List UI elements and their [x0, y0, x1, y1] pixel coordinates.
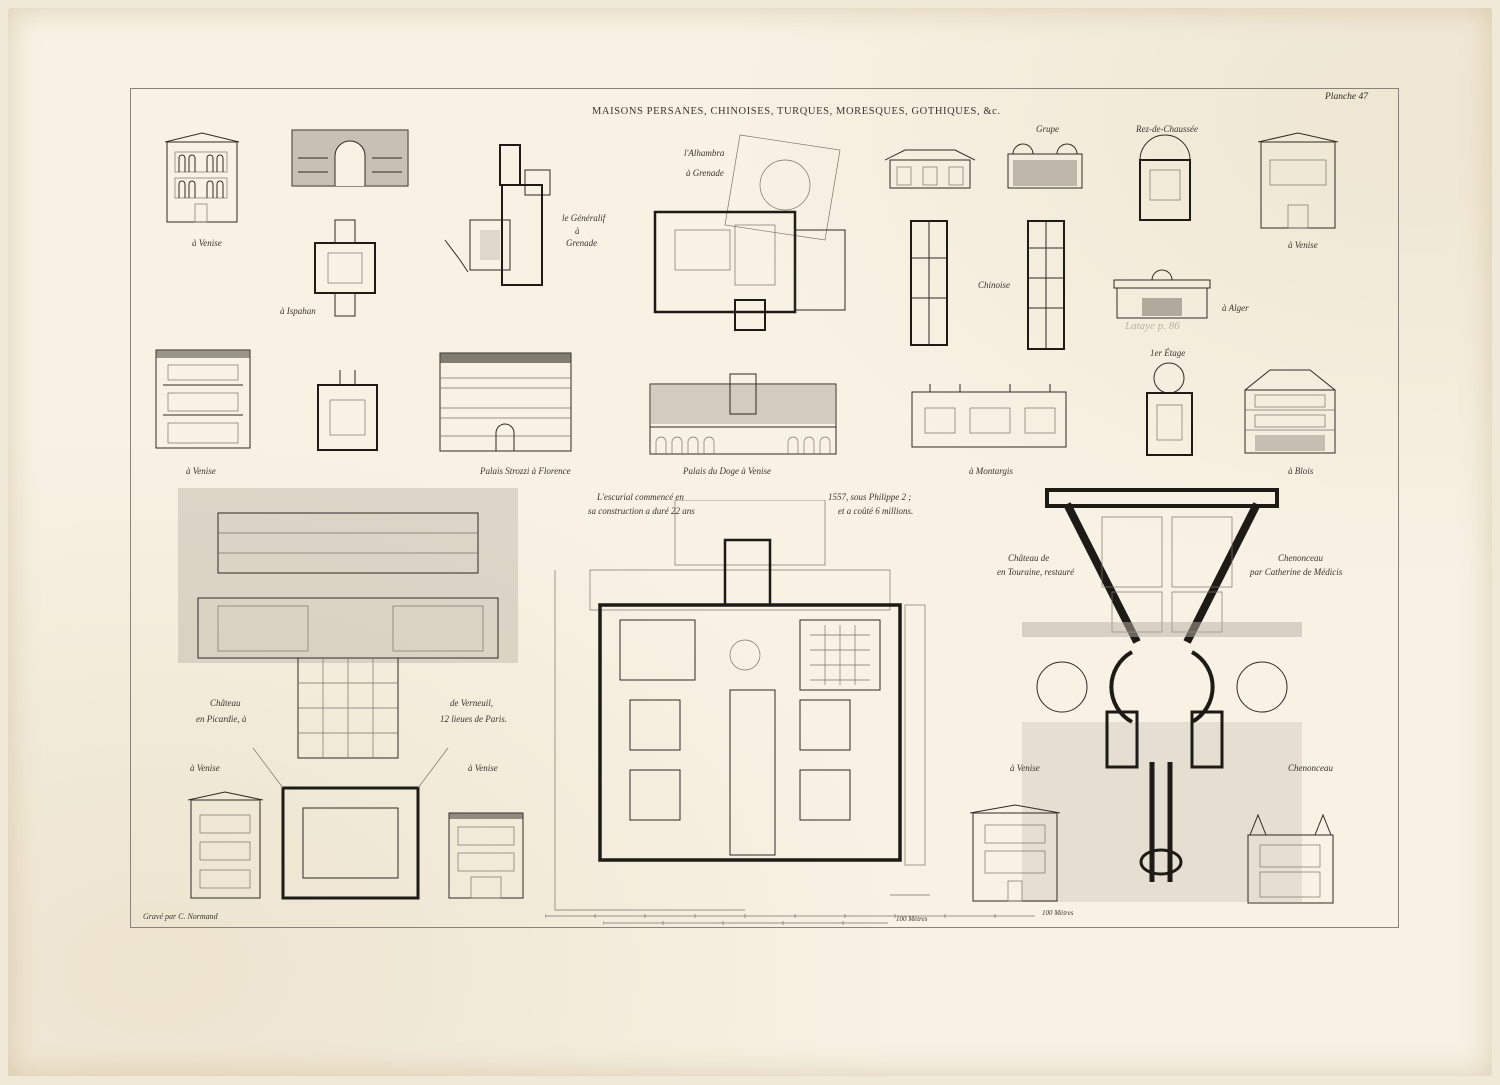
label-verneuil-4: 12 lieues de Paris. [440, 714, 507, 724]
label-alger: à Alger [1222, 303, 1249, 313]
venice-house-elevation-2 [1258, 130, 1338, 230]
label-escurial-1: L'escurial commencé en [597, 492, 684, 502]
label-palais-strozzi: Palais Strozzi à Florence [480, 466, 571, 476]
label-escurial-2: sa construction a duré 22 ans [588, 506, 695, 516]
label-ispahan: à Ispahan [280, 306, 316, 316]
scale-label-2: 100 Mètres [896, 915, 928, 923]
label-chenonceau-1: Château de [1008, 553, 1050, 563]
generalife-plan [440, 140, 580, 290]
venice-house-elevation-1 [165, 130, 240, 225]
engraver-credit: Gravé par C. Normand [143, 912, 218, 921]
label-venise-6: à Venise [1010, 763, 1040, 773]
label-chenonceau-4: par Catherine de Médicis [1250, 567, 1343, 577]
montargis-elevation [910, 380, 1070, 450]
label-chenonceau-5: Chenonceau [1288, 763, 1333, 773]
scale-bar-2 [603, 919, 893, 927]
plate-number: Planche 47 [1325, 92, 1369, 102]
label-escurial-3: 1557, sous Philippe 2 ; [828, 492, 912, 502]
label-venise-4: à Venise [190, 763, 220, 773]
label-escurial-4: et a coûté 6 millions. [838, 506, 914, 516]
label-verneuil-1: Château [210, 698, 241, 708]
label-rez-de-chaussee: Rez-de-Chaussée [1136, 124, 1198, 134]
label-grupe: Grupe [1036, 124, 1059, 134]
plate-border [130, 88, 1399, 928]
label-chenonceau-3: Chenonceau [1278, 553, 1323, 563]
ispahan-arcade-elevation [290, 128, 410, 190]
label-chinoise: Chinoise [978, 280, 1011, 290]
palazzo-strozzi-elevation [438, 348, 573, 453]
grupe-elevation [1005, 138, 1085, 190]
blois-plan [1142, 360, 1197, 460]
venice-palazzo-elevation-4 [188, 790, 263, 900]
label-verneuil-2: en Picardie, à [196, 714, 247, 724]
doge-palace-elevation [648, 372, 838, 457]
algiers-house-elevation [1112, 262, 1212, 322]
ispahan-plan [310, 218, 380, 318]
plate-title: MAISONS PERSANES, CHINOISES, TURQUES, MO… [592, 106, 1001, 117]
label-alhambra-2: à Grenade [686, 168, 724, 178]
label-venise-1: à Venise [192, 238, 222, 248]
label-venise-2: à Venise [1288, 240, 1318, 250]
label-premier-etage: 1er Étage [1150, 348, 1186, 358]
chinese-plan-2 [1025, 218, 1067, 353]
rez-de-chaussee-plan [1135, 130, 1195, 230]
label-venise-5: à Venise [468, 763, 498, 773]
alhambra-plan [650, 130, 850, 335]
label-montargis: à Montargis [969, 466, 1013, 476]
pencil-annotation: Lataye p. 86 [1125, 320, 1180, 332]
chenonceau-elevation [1240, 810, 1340, 905]
label-generalif-1: le Généralif [562, 213, 606, 223]
label-generalif-2: à [575, 226, 580, 236]
venice-palazzo-elevation-5 [446, 805, 526, 900]
label-venise-3: à Venise [186, 466, 216, 476]
scale-bar-1 [545, 912, 1045, 920]
blois-elevation [1240, 355, 1340, 455]
verneuil-chateau-plan [178, 488, 518, 908]
ispahan-plan-2 [315, 370, 380, 455]
escorial-plan [550, 500, 930, 920]
label-generalif-3: Grenade [566, 238, 598, 248]
chinese-house-elevation [885, 145, 975, 190]
label-alhambra-1: l'Alhambra [684, 148, 725, 158]
venice-palazzo-elevation-3 [153, 345, 253, 450]
label-verneuil-3: de Verneuil, [450, 698, 493, 708]
chenonceau-plan [1022, 482, 1302, 902]
label-blois: à Blois [1288, 466, 1314, 476]
label-chenonceau-2: en Touraine, restauré [997, 567, 1075, 577]
label-palais-doge: Palais du Doge à Venise [683, 466, 771, 476]
chinese-plan-1 [908, 218, 950, 348]
scale-label-1: 100 Mètres [1042, 909, 1074, 917]
venice-palazzo-elevation-6 [970, 803, 1060, 903]
